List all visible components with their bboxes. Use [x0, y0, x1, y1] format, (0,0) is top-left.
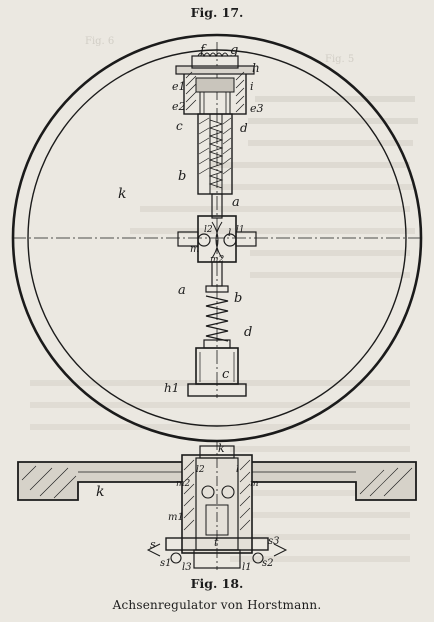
label-l1: l1: [236, 225, 245, 235]
label-a-top: a: [232, 195, 240, 210]
label-m: m: [190, 244, 199, 255]
label18-t: t: [214, 536, 219, 549]
label-m2: m2: [210, 255, 225, 265]
label-l: l: [228, 228, 231, 239]
label-d-top: d: [240, 121, 248, 135]
label-g: g: [230, 43, 238, 58]
label18-k-section: k: [96, 484, 104, 500]
figure-17-caption: Fig. 17.: [190, 5, 244, 20]
label-e2: e2: [172, 100, 186, 113]
label18-l3: l3: [182, 562, 192, 573]
label18-l1: l1: [242, 562, 252, 573]
label-e3: e3: [250, 102, 264, 115]
figure-18-caption: Fig. 18.: [190, 576, 244, 591]
label-k: k: [118, 186, 126, 202]
label18-l: l: [236, 465, 239, 475]
svg-text:Fig. 6: Fig. 6: [85, 36, 114, 47]
label18-m1: m1: [168, 512, 184, 523]
fig18-labels: k k l2 l m2 m m1 s t s3 s1 s2 l3 l1: [96, 442, 280, 573]
fig17-drawing: [11, 33, 423, 443]
label-l2: l2: [204, 225, 213, 235]
label-d-low: d: [244, 325, 252, 340]
label-e1: e1: [172, 80, 186, 93]
label18-s3: s3: [268, 536, 280, 547]
bleed-through-text: Fig. 6 Fig. 5: [30, 36, 418, 562]
label18-s: s: [150, 538, 156, 551]
label-b-low: b: [234, 291, 242, 306]
label18-m: m: [250, 479, 259, 489]
label-b-top: b: [178, 169, 186, 184]
label-c-top: c: [176, 119, 183, 133]
label-h1: h1: [164, 381, 179, 395]
label18-k-top: k: [218, 442, 225, 455]
fig18-drawing: [17, 440, 417, 570]
label18-s2: s2: [262, 558, 274, 569]
label18-l2: l2: [196, 465, 205, 475]
figure-subtitle: Achsenregulator von Horstmann.: [112, 598, 322, 612]
label-c-low: c: [222, 367, 230, 382]
label-h: h: [252, 61, 260, 75]
label-a-low: a: [178, 283, 186, 298]
label-i: i: [250, 80, 254, 93]
label18-m2: m2: [176, 479, 191, 489]
svg-text:Fig. 5: Fig. 5: [325, 54, 354, 65]
label18-s1: s1: [160, 558, 172, 569]
fig17-labels: f g h e1 i e2 e3 c d b k a l l2 l1 m m2 …: [118, 43, 264, 395]
label-f: f: [199, 43, 207, 58]
